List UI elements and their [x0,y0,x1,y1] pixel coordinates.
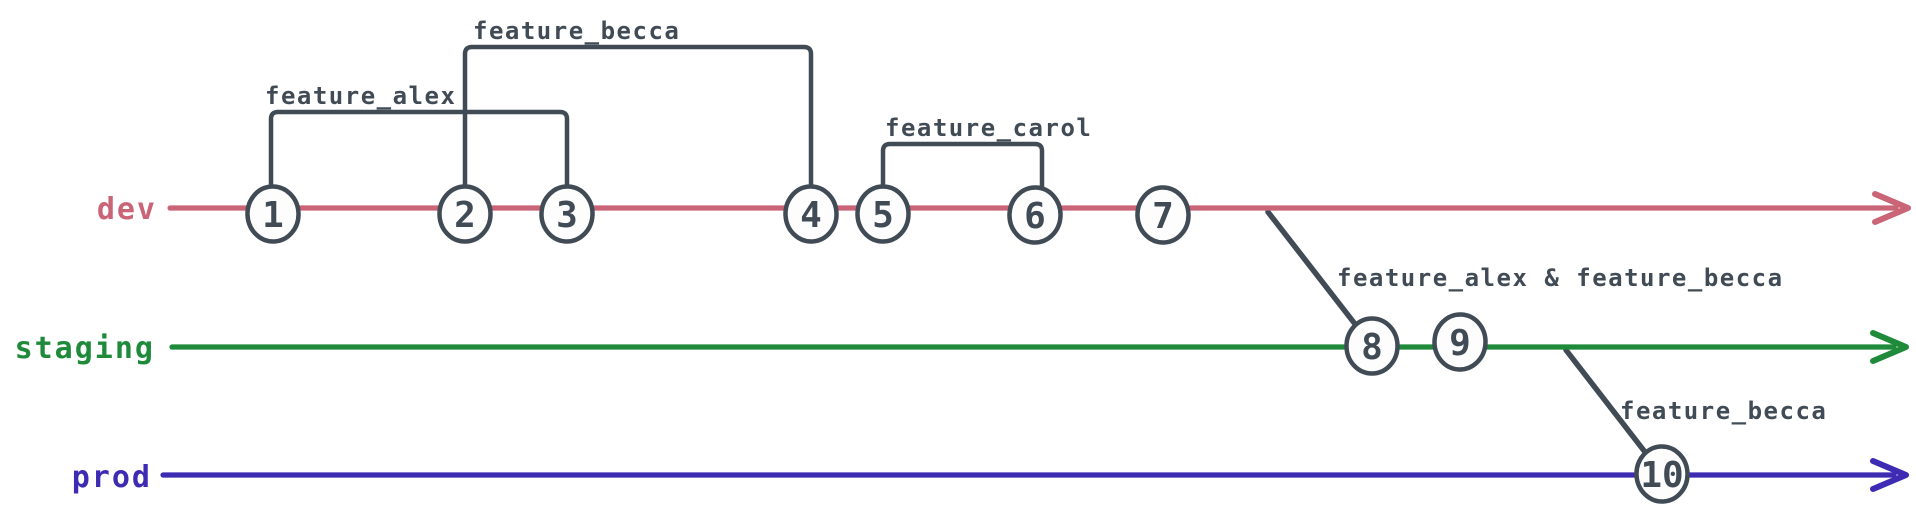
commit-number: 8 [1361,327,1383,368]
branch-prod: prod [72,458,1909,495]
commit-circle [855,184,911,244]
commit-node: 8 [1344,316,1400,376]
commit-number: 3 [556,195,578,236]
merge-line [1265,209,1358,327]
commit-circle [539,184,595,244]
commit-number: 2 [454,195,476,236]
commit-number: 5 [872,195,894,236]
commit-circle [1135,185,1191,245]
feature-label: feature_alex [265,82,456,110]
commit-circle [1432,312,1488,372]
feature-bracket [268,109,570,191]
merge-label: feature_becca [1620,397,1827,425]
feature-bracket [462,44,814,191]
commit-number: 4 [800,195,822,236]
commit-node: 9 [1432,312,1488,372]
branch-label-prod: prod [72,460,152,495]
commit-node: 3 [539,184,595,244]
commit-circle [1007,185,1063,245]
merge-label: feature_alex & feature_becca [1337,264,1784,292]
branch-label-dev: dev [97,192,157,227]
arrow-right-icon [1870,330,1909,364]
branch-dev: dev [97,191,1911,227]
commit-node: 6 [1007,185,1063,245]
feature-bracket [880,141,1045,193]
commit-circle [1634,444,1690,504]
commit-node: 2 [437,184,493,244]
feature-label: feature_carol [885,114,1092,142]
commit-circle [1344,316,1400,376]
commit-number: 1 [262,195,284,236]
commit-node: 4 [783,184,839,244]
commit-circle [437,184,493,244]
commit-circle [245,184,301,244]
branch-staging: staging [15,330,1909,366]
commit-node: 10 [1634,444,1690,504]
commit-number: 9 [1449,323,1471,364]
commit-node: 1 [245,184,301,244]
merge-line [1563,347,1648,455]
commit-node: 5 [855,184,911,244]
commit-circle [783,184,839,244]
arrow-right-icon [1872,191,1911,225]
arrow-right-icon [1870,458,1909,492]
commit-number: 6 [1024,196,1046,237]
commit-node: 7 [1135,185,1191,245]
branch-label-staging: staging [15,331,155,366]
feature-label: feature_becca [473,17,680,45]
commit-number: 7 [1152,196,1174,237]
commit-number: 10 [1640,455,1683,496]
